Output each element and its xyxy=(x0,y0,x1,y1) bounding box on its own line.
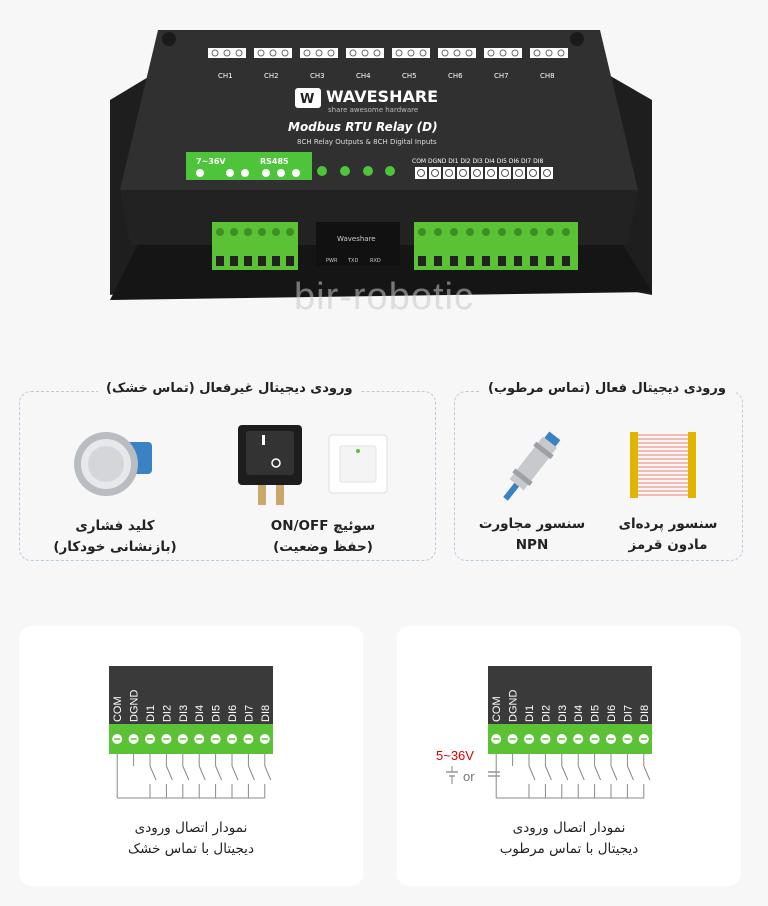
terminal-pin-label: COM xyxy=(491,696,503,722)
curtain-sensor-note: مادون قرمز xyxy=(628,537,708,553)
terminal-pin-label: DI5 xyxy=(211,705,223,722)
dry-caption-line1: نمودار اتصال ورودی xyxy=(134,820,248,836)
terminal-pin-label: DGND xyxy=(508,690,520,722)
channel-label: CH2 xyxy=(264,72,279,80)
terminal-pin-label: DI5 xyxy=(590,705,602,722)
terminal-pin-label: DI6 xyxy=(227,705,239,722)
dc-source-icon xyxy=(446,766,458,784)
model-name: Modbus RTU Relay (D) xyxy=(288,120,438,134)
module-top-cover xyxy=(120,30,638,190)
terminal-pin-label: DI4 xyxy=(194,705,206,722)
channel-label: CH5 xyxy=(402,72,417,80)
terminal-pin-label: DI8 xyxy=(639,705,651,722)
wall-switch-icon xyxy=(328,434,388,494)
terminal-pin-label: COM xyxy=(112,696,124,722)
terminal-pin-label: DI4 xyxy=(573,705,585,722)
terminal-pin-label: DI2 xyxy=(161,705,173,722)
terminal-pin-label: DI6 xyxy=(606,705,618,722)
channel-label: CH1 xyxy=(218,72,233,80)
or-label: or xyxy=(463,769,475,784)
toggle-switch-label: سوئیچ ON/OFF xyxy=(270,518,376,534)
dry-caption-line2: دیجیتال با تماس خشک xyxy=(128,841,254,857)
push-button-note: (بازنشانی خودکار) xyxy=(53,539,177,555)
channel-label: CH6 xyxy=(448,72,463,80)
rs485-label: RS485 xyxy=(260,157,289,166)
terminal-pin-label: DI1 xyxy=(524,705,536,722)
input-header: COM DGND DI1 DI2 DI3 DI4 DI5 DI6 DI7 DI8 xyxy=(412,158,543,165)
power-panel xyxy=(186,152,312,180)
brand-name: WAVESHARE xyxy=(326,87,438,106)
channel-label: CH8 xyxy=(540,72,555,80)
terminal-pin-label: DI1 xyxy=(145,705,157,722)
terminal-pin-label: DGND xyxy=(129,690,141,722)
wet-caption-line2: دیجیتال با تماس مرطوب xyxy=(499,841,639,857)
brand-tagline: share awesome hardware xyxy=(328,106,418,114)
terminal-pin-label: DI7 xyxy=(622,705,634,722)
waveshare-logo-icon xyxy=(295,88,321,108)
led-label: TXD xyxy=(347,258,358,264)
channel-label: CH3 xyxy=(310,72,325,80)
push-button-label: کلید فشاری xyxy=(75,518,155,534)
rocker-switch-icon xyxy=(238,425,302,505)
terminal-pin-label: DI2 xyxy=(540,705,552,722)
model-subtitle: 8CH Relay Outputs & 8CH Digital Inputs xyxy=(297,138,437,146)
proximity-sensor-type: NPN xyxy=(515,537,549,553)
watermark: bir-robotic xyxy=(294,276,474,318)
ir-curtain-sensor-icon xyxy=(630,432,696,498)
push-button-icon xyxy=(74,432,152,496)
channel-label: CH4 xyxy=(356,72,371,80)
voltage-label: 5~36V xyxy=(436,748,474,763)
proximity-sensor-icon xyxy=(503,431,561,501)
relay-module-image: CH1 CH2 CH3 CH4 CH5 CH6 CH7 CH8 W WAVESHARE sha… xyxy=(110,30,652,300)
board-logo-text: Waveshare xyxy=(337,235,376,243)
power-label: 7~36V xyxy=(196,157,226,166)
dry-contact-wiring-diagram: COM DGND DI1 DI2 DI3 DI4 DI5 DI6 DI7 DI8 xyxy=(109,666,273,799)
wet-contact-wiring-diagram: COM DGND DI1 DI2 DI3 DI4 DI5 DI6 DI7 DI8 xyxy=(488,666,652,799)
passive-group-title: ورودی دیجیتال غیرفعال (تماس خشک) xyxy=(98,381,361,396)
terminal-pin-label: DI3 xyxy=(557,705,569,722)
channel-label: CH7 xyxy=(494,72,509,80)
svg-text:W: W xyxy=(300,92,314,107)
curtain-sensor-label: سنسور پرده‌ای xyxy=(618,516,718,532)
ac-source-icon xyxy=(488,771,500,777)
active-group-title: ورودی دیجیتال فعال (تماس مرطوب) xyxy=(480,381,734,396)
terminal-pin-label: DI8 xyxy=(260,705,272,722)
power-terminal-block xyxy=(212,222,298,270)
toggle-switch-note: (حفظ وضعیت) xyxy=(273,539,373,555)
terminal-pin-label: DI7 xyxy=(243,705,255,722)
led-label: RXD xyxy=(370,258,381,264)
proximity-sensor-label: سنسور مجاورت xyxy=(478,516,586,532)
led-label: PWR xyxy=(326,258,338,264)
terminal-pin-label: DI3 xyxy=(178,705,190,722)
wet-caption-line1: نمودار اتصال ورودی xyxy=(512,820,626,836)
